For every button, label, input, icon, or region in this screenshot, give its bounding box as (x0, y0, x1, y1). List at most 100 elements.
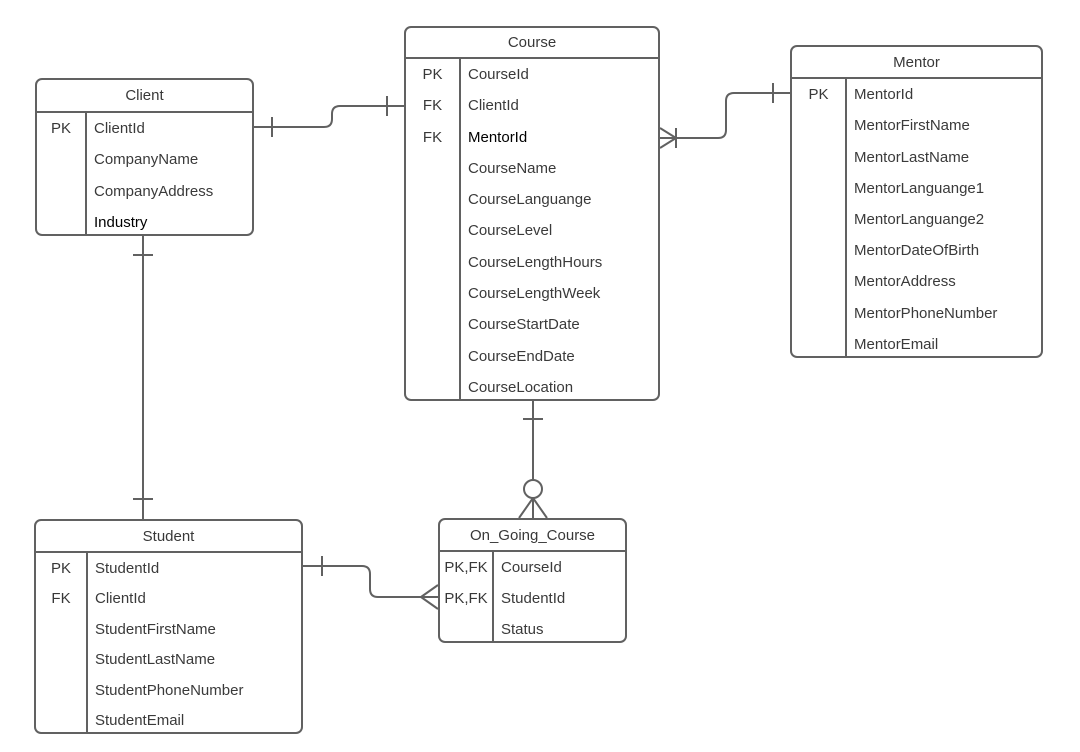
table-row: CourseLevel (406, 215, 658, 246)
entity-client[interactable]: Client PK ClientId CompanyName CompanyAd… (35, 78, 254, 236)
key-label: FK (51, 590, 71, 608)
relationship-course-mentor[interactable] (659, 83, 790, 149)
attribute-name: CourseLocation (468, 378, 574, 396)
table-row: FK ClientId (36, 584, 301, 615)
cardinality-zero-circle (523, 479, 543, 499)
attribute-name: MentorDateOfBirth (854, 242, 980, 260)
attribute-name: Industry (94, 213, 148, 231)
attribute-name: ClientId (94, 120, 145, 138)
entity-on-going-course[interactable]: On_Going_Course PK,FK CourseId PK,FK Stu… (438, 518, 627, 643)
table-row: MentorLastName (792, 141, 1041, 172)
table-row: MentorFirstName (792, 110, 1041, 141)
table-row: MentorDateOfBirth (792, 235, 1041, 266)
table-row: PK,FK StudentId (440, 583, 625, 614)
table-row: CourseName (406, 153, 658, 184)
table-row: MentorLanguange2 (792, 204, 1041, 235)
connector-line (254, 105, 404, 128)
attribute-name: StudentLastName (95, 651, 216, 669)
table-row: MentorEmail (792, 329, 1041, 356)
table-row: CourseEndDate (406, 340, 658, 371)
table-row: CourseStartDate (406, 309, 658, 340)
attribute-name: CourseLengthHours (468, 253, 603, 271)
attribute-name: MentorLastName (854, 148, 970, 166)
relationship-course-ongoingcourse[interactable] (518, 401, 548, 519)
entity-attribute-list: PK CourseId FK ClientId FK MentorId Cour… (406, 59, 658, 399)
key-label: PK (50, 559, 71, 577)
table-row: StudentLastName (36, 645, 301, 676)
attribute-name: StudentFirstName (95, 620, 216, 638)
entity-mentor[interactable]: Mentor PK MentorId MentorFirstName Mento… (790, 45, 1043, 358)
entity-title: Course (406, 28, 658, 59)
entity-course[interactable]: Course PK CourseId FK ClientId FK Mentor… (404, 26, 660, 401)
attribute-name: MentorFirstName (854, 117, 970, 135)
connector-line (303, 565, 421, 598)
key-label: FK (422, 97, 443, 115)
key-label: FK (422, 128, 443, 146)
table-row: PK StudentId (36, 553, 301, 584)
table-row: Industry (37, 207, 252, 234)
crows-foot-many (420, 584, 439, 610)
key-label: PK (808, 86, 829, 104)
connector-line (660, 92, 790, 139)
key-label: PK,FK (444, 559, 488, 576)
table-row: CourseLanguange (406, 184, 658, 215)
attribute-name: MentorAddress (854, 273, 956, 291)
attribute-name: MentorPhoneNumber (854, 304, 998, 322)
attribute-name: MentorLanguange2 (854, 210, 985, 228)
table-row: CourseLocation (406, 372, 658, 399)
entity-attribute-list: PK ClientId CompanyName CompanyAddress I… (37, 113, 252, 234)
entity-title: Mentor (792, 47, 1041, 79)
attribute-name: StudentId (501, 590, 566, 607)
table-row: MentorAddress (792, 266, 1041, 297)
attribute-name: StudentEmail (95, 712, 185, 730)
crows-foot-many (518, 497, 548, 519)
attribute-name: CourseStartDate (468, 316, 580, 334)
attribute-name: StudentPhoneNumber (95, 681, 244, 699)
attribute-name: Status (501, 621, 544, 638)
table-row: Status (440, 614, 625, 641)
attribute-name: MentorEmail (854, 335, 939, 353)
table-row: MentorLanguange1 (792, 173, 1041, 204)
attribute-name: CourseId (501, 559, 562, 576)
entity-title: Student (36, 521, 301, 553)
relationship-client-student[interactable] (133, 236, 153, 519)
table-row: PK MentorId (792, 79, 1041, 110)
entity-title: On_Going_Course (440, 520, 625, 552)
attribute-name: CompanyAddress (94, 182, 214, 200)
table-row: FK MentorId (406, 122, 658, 153)
relationship-client-course[interactable] (254, 96, 404, 137)
table-row: PK,FK CourseId (440, 552, 625, 583)
relationship-student-ongoingcourse[interactable] (303, 556, 439, 610)
table-row: MentorPhoneNumber (792, 298, 1041, 329)
attribute-name: MentorLanguange1 (854, 179, 985, 197)
attribute-name: StudentId (95, 559, 160, 577)
entity-attribute-list: PK,FK CourseId PK,FK StudentId Status (440, 552, 625, 641)
crows-foot-many (659, 127, 677, 149)
attribute-name: CourseId (468, 66, 529, 84)
key-label: PK,FK (444, 590, 488, 607)
table-row: FK ClientId (406, 90, 658, 121)
attribute-name: CourseLevel (468, 222, 553, 240)
entity-attribute-list: PK MentorId MentorFirstName MentorLastNa… (792, 79, 1041, 356)
table-row: StudentEmail (36, 706, 301, 733)
attribute-name: MentorId (468, 128, 528, 146)
attribute-name: CourseName (468, 159, 557, 177)
table-row: PK ClientId (37, 113, 252, 144)
table-row: CourseLengthHours (406, 247, 658, 278)
attribute-name: CourseLengthWeek (468, 284, 601, 302)
table-row: CompanyAddress (37, 176, 252, 207)
attribute-name: ClientId (468, 97, 519, 115)
entity-student[interactable]: Student PK StudentId FK ClientId Student… (34, 519, 303, 734)
table-row: CompanyName (37, 144, 252, 175)
key-label: PK (422, 66, 443, 84)
attribute-name: CourseLanguange (468, 191, 592, 209)
entity-attribute-list: PK StudentId FK ClientId StudentFirstNam… (36, 553, 301, 732)
key-label: PK (50, 120, 71, 138)
attribute-name: MentorId (854, 86, 914, 104)
attribute-name: ClientId (95, 590, 146, 608)
entity-title: Client (37, 80, 252, 113)
table-row: StudentPhoneNumber (36, 675, 301, 706)
attribute-name: CompanyName (94, 151, 199, 169)
